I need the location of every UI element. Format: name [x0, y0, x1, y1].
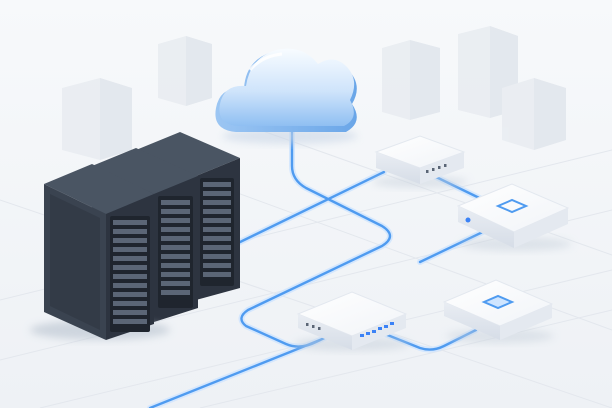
ghost-building-left: [62, 78, 132, 160]
access-point-icon: [442, 279, 554, 343]
hub-logo-icon: [481, 294, 515, 310]
ghost-building-center: [158, 36, 212, 106]
status-led-icon: [465, 217, 471, 223]
ghost-building-right-1: [382, 40, 440, 120]
port-strip: [360, 322, 394, 337]
network-cable-switch-to-servers: [234, 170, 386, 246]
server-rack-group: [30, 132, 240, 340]
network-cable-router-to-hub: [378, 328, 478, 351]
router-icon: [294, 291, 410, 351]
server-rack-icon: [30, 164, 170, 340]
access-point-icon: [456, 183, 572, 251]
cloud-icon: [215, 48, 358, 144]
network-cable-main: [240, 126, 392, 348]
ghost-building-right-3: [502, 78, 566, 150]
network-cable-out: [148, 338, 322, 408]
ap-logo-icon: [495, 198, 529, 214]
ghost-buildings: [62, 26, 566, 160]
network-switch-icon: [372, 135, 468, 188]
